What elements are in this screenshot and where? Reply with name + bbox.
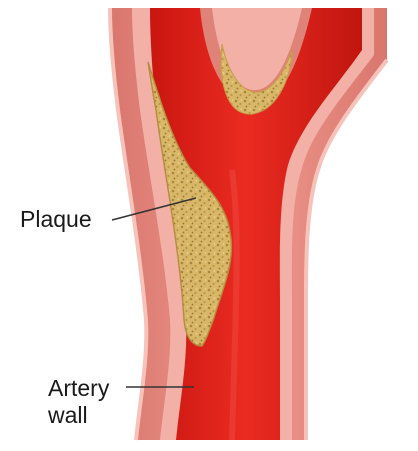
plaque-label: Plaque xyxy=(20,206,92,233)
artery-wall-label-line1: Artery xyxy=(48,375,109,402)
artery-wall-label-line2: wall xyxy=(48,402,88,429)
